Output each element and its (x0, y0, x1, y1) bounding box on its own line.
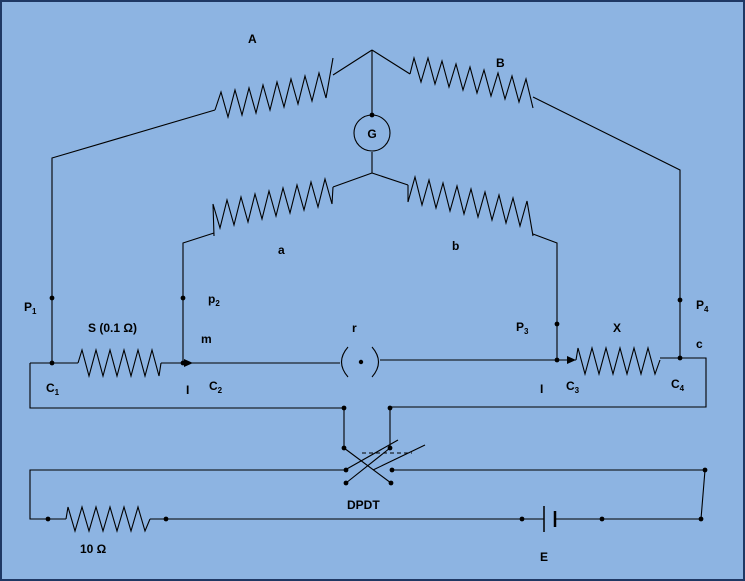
label-P3-sub: 3 (524, 327, 529, 336)
dpdt-blade-2 (345, 447, 391, 484)
label-P2: p2 (208, 292, 220, 308)
battery-loop-top-left (29, 469, 346, 520)
arm-a-to-node (332, 172, 373, 188)
dpdt-lever-2 (372, 444, 426, 471)
label-I-right: I (540, 382, 543, 396)
arm-b-to-node (371, 172, 409, 186)
resistor-b (407, 174, 534, 237)
dot-switch-right-in (387, 405, 393, 411)
dot-loop-top-right (702, 467, 708, 473)
label-m: m (201, 332, 212, 346)
dot-switch-throw-4 (388, 480, 394, 486)
label-P4: P4 (696, 298, 709, 314)
dot-galv-top (369, 112, 375, 118)
label-C4-sub: 4 (680, 384, 685, 393)
link-r-right-arc (371, 346, 380, 378)
main-line-left-loop (29, 363, 345, 448)
label-C4: C4 (671, 377, 685, 393)
dot-loop-left (45, 516, 51, 522)
label-C1-main: C (46, 381, 55, 395)
label-P2-sub: 2 (215, 299, 220, 308)
dot-switch-throw-1 (343, 467, 349, 473)
dot-P3 (554, 321, 560, 327)
dot-switch-throw-3 (343, 480, 349, 486)
dot-switch-pole-2 (387, 445, 393, 451)
label-I-left: I (186, 383, 189, 397)
dot-switch-pole-1 (341, 445, 347, 451)
resistor-a (212, 176, 334, 237)
link-r-left-arc (340, 346, 349, 378)
arm-A-wire (51, 109, 216, 363)
label-E: E (540, 550, 548, 564)
dot-loop-bottom-right (698, 516, 704, 522)
dot-switch-throw-2 (389, 467, 395, 473)
label-C4-main: C (671, 377, 680, 391)
label-10-ohm: 10 Ω (80, 542, 107, 556)
label-P3: P3 (516, 320, 529, 336)
arm-b-wire (532, 233, 558, 361)
label-G: G (367, 127, 376, 141)
dot-switch-left-in (341, 405, 347, 411)
label-b: b (452, 239, 459, 253)
label-C3-sub: 3 (575, 386, 580, 395)
label-P3-main: P (516, 320, 524, 334)
current-arrow-right (567, 356, 576, 364)
resistor-B (409, 55, 534, 109)
main-line-right (389, 357, 707, 448)
dot-resistor-right (163, 516, 169, 522)
label-B: B (496, 56, 505, 70)
label-P1-sub: 1 (32, 307, 37, 316)
label-X: X (613, 321, 621, 335)
label-P4-main: P (696, 298, 704, 312)
label-P2-main: p (208, 292, 215, 306)
label-C1: C1 (46, 381, 60, 397)
battery-loop-right (392, 469, 706, 520)
dot-P1 (49, 295, 55, 301)
dot-P4 (677, 297, 683, 303)
wires (29, 49, 707, 533)
label-P1-main: P (24, 300, 32, 314)
dot-C2 (180, 360, 186, 366)
label-c: c (696, 337, 703, 351)
label-C2-main: C (209, 379, 218, 393)
dpdt-lever-1 (344, 439, 399, 471)
dot-C1 (49, 360, 55, 366)
arm-B-wire (532, 96, 681, 358)
resistor-10ohm (65, 505, 151, 533)
resistor-S (77, 347, 162, 379)
label-C3-main: C (566, 379, 575, 393)
junction-dots (45, 112, 708, 522)
label-A: A (248, 32, 257, 46)
label-DPDT: DPDT (347, 498, 380, 512)
dot-C4 (677, 355, 683, 361)
label-C2: C2 (209, 379, 223, 395)
label-S: S (0.1 Ω) (88, 321, 137, 335)
arm-A-to-node (332, 49, 373, 76)
label-C1-sub: 1 (55, 388, 60, 397)
label-P1: P1 (24, 300, 37, 316)
battery-E (543, 506, 557, 532)
dot-C3 (554, 357, 560, 363)
label-r: r (352, 321, 357, 335)
link-r-dot (358, 359, 364, 365)
arm-B-to-node (371, 49, 411, 75)
current-arrow-left (184, 359, 193, 367)
dot-P2 (180, 295, 186, 301)
resistor-A (214, 57, 334, 120)
label-P4-sub: 4 (704, 305, 709, 314)
label-C2-sub: 2 (218, 386, 223, 395)
label-a: a (278, 243, 285, 257)
label-C3: C3 (566, 379, 580, 395)
resistor-X (575, 345, 661, 377)
dot-battery-right (599, 516, 605, 522)
arm-a-wire (182, 232, 215, 363)
dot-battery-left (519, 516, 525, 522)
